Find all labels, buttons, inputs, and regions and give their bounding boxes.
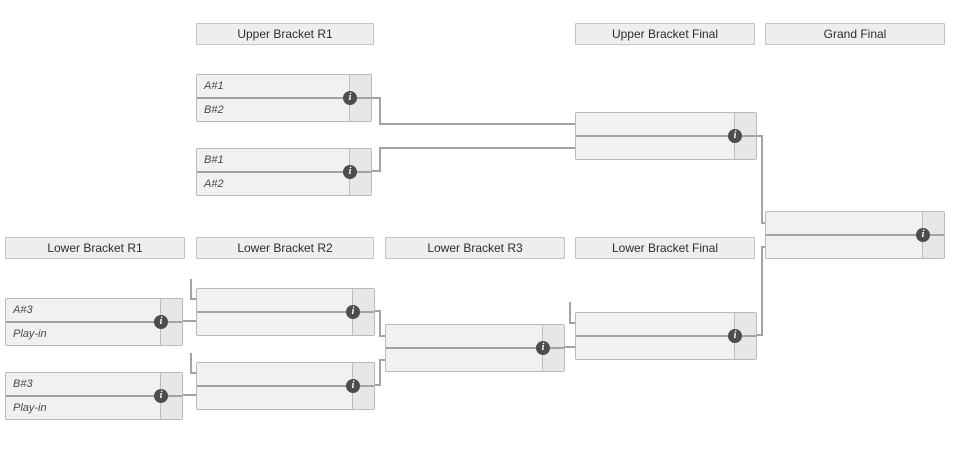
match-lower-r1-2: B#3 Play-in i	[5, 372, 183, 420]
connector-line	[569, 302, 571, 324]
connector-line	[379, 359, 381, 386]
connector-line	[372, 170, 381, 172]
connector-line	[379, 359, 385, 361]
round-header-lower-bracket-final: Lower Bracket Final	[575, 237, 755, 259]
round-header-grand-final: Grand Final	[765, 23, 945, 45]
connector-line	[183, 394, 196, 396]
match-upper-r1-1: A#1 B#2 i	[196, 74, 372, 122]
match-info-icon[interactable]: i	[916, 228, 930, 242]
participant-bottom: B#2	[204, 104, 224, 116]
connector-line	[761, 246, 763, 336]
connector-line	[379, 97, 381, 125]
connector-line	[565, 346, 575, 348]
connector-line	[379, 310, 381, 337]
match-info-icon[interactable]: i	[343, 165, 357, 179]
match-info-icon[interactable]: i	[728, 129, 742, 143]
participant-top: B#3	[13, 378, 33, 390]
round-header-lower-bracket-r3: Lower Bracket R3	[385, 237, 565, 259]
round-header-lower-bracket-r1: Lower Bracket R1	[5, 237, 185, 259]
participant-bottom: A#2	[204, 178, 224, 190]
connector-line	[379, 123, 575, 125]
connector-line	[757, 334, 763, 336]
match-info-icon[interactable]: i	[343, 91, 357, 105]
match-upper-r1-2: B#1 A#2 i	[196, 148, 372, 196]
connector-line	[190, 279, 192, 300]
match-grand-final: i	[765, 211, 945, 259]
match-info-icon[interactable]: i	[154, 389, 168, 403]
participant-top: A#3	[13, 304, 33, 316]
participant-bottom: Play-in	[13, 328, 47, 340]
connector-line	[379, 335, 385, 337]
connector-line	[761, 222, 767, 224]
participant-top: A#1	[204, 80, 224, 92]
round-header-upper-bracket-final: Upper Bracket Final	[575, 23, 755, 45]
connector-line	[761, 246, 767, 248]
connector-line	[569, 322, 575, 324]
participant-top: B#1	[204, 154, 224, 166]
connector-line	[183, 320, 196, 322]
round-header-upper-bracket-r1: Upper Bracket R1	[196, 23, 374, 45]
match-lower-r1-1: A#3 Play-in i	[5, 298, 183, 346]
match-lower-r2-2: i	[196, 362, 375, 410]
match-info-icon[interactable]: i	[346, 305, 360, 319]
match-info-icon[interactable]: i	[728, 329, 742, 343]
round-header-lower-bracket-r2: Lower Bracket R2	[196, 237, 374, 259]
connector-line	[379, 147, 381, 172]
connector-line	[372, 97, 381, 99]
connector-line	[761, 135, 763, 224]
match-lower-r3: i	[385, 324, 565, 372]
connector-line	[375, 384, 381, 386]
match-info-icon[interactable]: i	[154, 315, 168, 329]
connector-line	[190, 298, 196, 300]
connector-line	[190, 353, 192, 374]
match-lower-r2-1: i	[196, 288, 375, 336]
connector-line	[375, 310, 381, 312]
connector-line	[379, 147, 575, 149]
participant-bottom: Play-in	[13, 402, 47, 414]
match-lower-final: i	[575, 312, 757, 360]
match-info-icon[interactable]: i	[536, 341, 550, 355]
match-info-icon[interactable]: i	[346, 379, 360, 393]
connector-line	[757, 135, 763, 137]
match-upper-final: i	[575, 112, 757, 160]
connector-line	[190, 372, 196, 374]
